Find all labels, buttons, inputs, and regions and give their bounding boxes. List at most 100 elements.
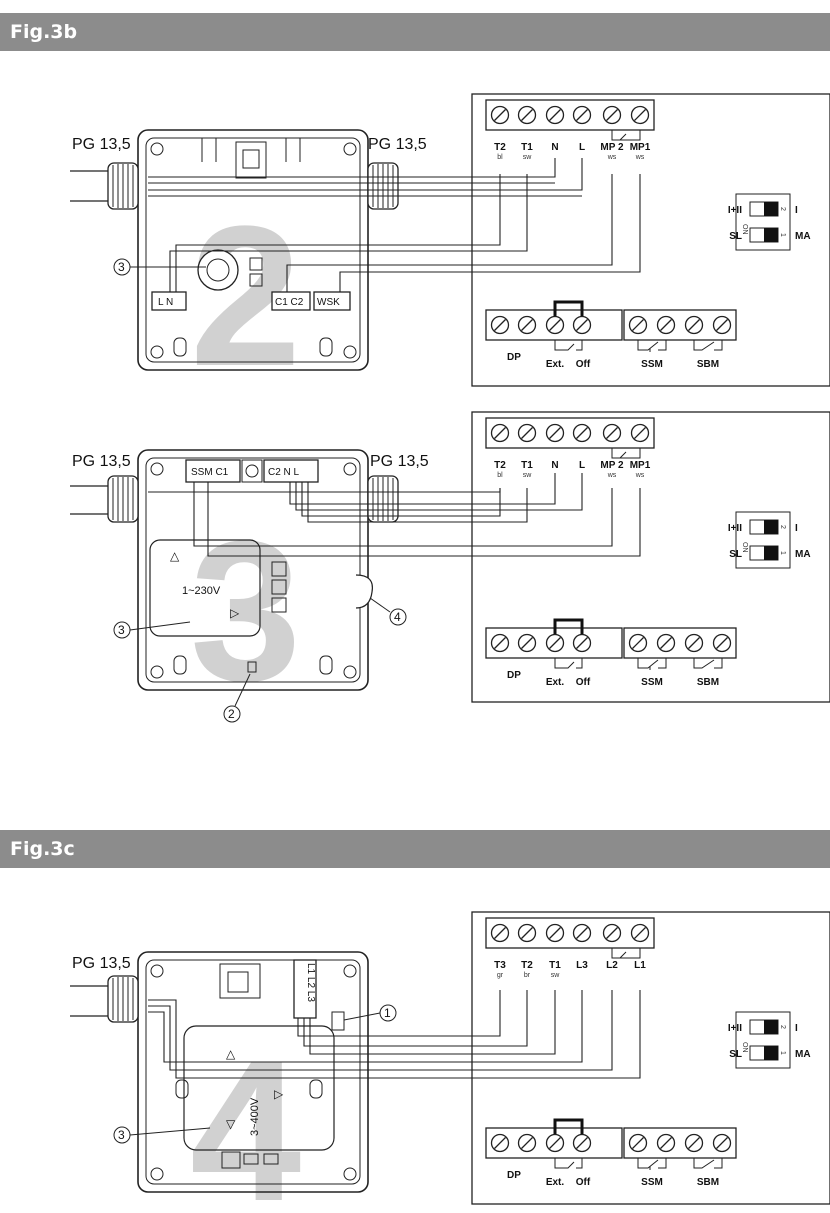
callout-2-label: 2 (228, 707, 235, 721)
terminal-screw (572, 923, 592, 943)
terminal-box-l123 (293, 959, 317, 1019)
terminal-screw (602, 423, 622, 443)
terminal-screw (684, 315, 704, 335)
ext-off-bridge (553, 618, 584, 634)
terminal-box-ssm-c1 (185, 459, 241, 483)
terminal-screw (545, 633, 565, 653)
wire-color-label: gr (497, 972, 504, 979)
wire-color-label: sw (551, 972, 561, 979)
ext-label: Ext. (546, 359, 565, 370)
dip-position: 1 (779, 551, 786, 555)
panel-frame (471, 93, 830, 387)
terminal-box-c2nl (263, 459, 319, 483)
mp-bridge (611, 948, 641, 959)
terminal-label-t2: T2 (494, 142, 506, 153)
terminal-screw (545, 423, 565, 443)
ext-off-contact (554, 658, 583, 669)
pg-label-right: PG 13,5 (370, 453, 429, 470)
sbm-label: SBM (697, 359, 719, 370)
dip-switch-block (735, 511, 791, 569)
dp-label: DP (507, 352, 521, 363)
callout-3-label: 3 (118, 260, 125, 274)
terminal-screw (656, 315, 676, 335)
dip-label-right: MA (795, 549, 811, 560)
terminal-box-c1c2 (271, 291, 311, 311)
ext-off-contact (554, 1158, 583, 1169)
terminal-label-l: L (579, 460, 585, 471)
fig3c-header-bar: Fig.3c (0, 830, 830, 868)
dip-switch-lever (764, 546, 778, 560)
dip-label-right: MA (795, 1049, 811, 1060)
fig3b-title: Fig.3b (10, 21, 78, 43)
terminal-housing (137, 129, 369, 371)
terminal-screw (712, 315, 732, 335)
callout-2 (223, 705, 241, 723)
terminal-screw (545, 105, 565, 125)
dip-switch-lever (764, 1046, 778, 1060)
terminal-housing (137, 951, 369, 1193)
ssm-label: SSM (641, 359, 663, 370)
terminal-box-c1c2-label: C1 C2 (275, 297, 304, 308)
diagram-3: 4 L1 L2 L3 3~400V △ ▷ ▽ PG 13,5 1 3 (70, 951, 641, 1213)
sbm-label: SBM (697, 677, 719, 688)
terminal-label-t3: T3 (494, 960, 506, 971)
dip-label-right: MA (795, 231, 811, 242)
dip-switch-block (735, 193, 791, 251)
voltage-label-230: 1~230V (182, 585, 221, 597)
dip-label-left: I+II (728, 1023, 742, 1034)
terminal-housing (137, 449, 369, 691)
sbm-contact (693, 658, 723, 669)
terminal-screw (517, 1133, 537, 1153)
cable-gland-left (107, 975, 139, 1023)
fig3c-title: Fig.3c (10, 838, 75, 860)
dip-label-right: I (795, 523, 798, 534)
wire-color-label: br (524, 972, 531, 979)
terminal-screw (572, 1133, 592, 1153)
terminal-label-l: L (579, 142, 585, 153)
terminal-label-n: N (551, 460, 558, 471)
dip-switch-lever (764, 228, 778, 242)
pg-label-left: PG 13,5 (72, 453, 131, 470)
terminal-label-t1: T1 (549, 960, 561, 971)
callout-3-label: 3 (118, 1128, 125, 1142)
dip-label-left: I+II (728, 205, 742, 216)
dip-position: 2 (779, 1025, 786, 1029)
callout-4-label: 4 (394, 610, 401, 624)
selector-knob (197, 249, 239, 291)
triangle-down: ▽ (226, 1117, 236, 1131)
terminal-label-t2: T2 (494, 460, 506, 471)
ext-label: Ext. (546, 1177, 565, 1188)
terminal-screw (656, 633, 676, 653)
diagram-2: 3 SSM C1 C2 N L 1~230V △ ▷ PG 13,5 PG 13… (70, 449, 641, 723)
terminal-screw (630, 423, 650, 443)
capacitor-module (149, 539, 261, 637)
off-label: Off (576, 677, 591, 688)
top-terminal-strip (485, 417, 655, 449)
fig3b-header-bar: Fig.3b (0, 13, 830, 51)
terminal-box-ln-label: L N (158, 297, 173, 308)
terminal-screw (602, 105, 622, 125)
terminal-box-l123-label: L1 L2 L3 (305, 963, 316, 1002)
terminal-label-l2: L2 (606, 960, 618, 971)
terminal-label-t1: T1 (521, 142, 533, 153)
sbm-contact (693, 1158, 723, 1169)
terminal-screw (628, 315, 648, 335)
terminal-screw (545, 923, 565, 943)
mp-bridge (611, 130, 641, 141)
dip-position: 2 (779, 207, 786, 211)
terminal-box-c2nl-label: C2 N L (268, 467, 300, 478)
wire-color-label: ws (635, 154, 645, 161)
terminal-box-wsk (313, 291, 351, 311)
ssm-label: SSM (641, 1177, 663, 1188)
terminal-label-l3: L3 (576, 960, 588, 971)
dp-label: DP (507, 1170, 521, 1181)
terminal-screw (517, 923, 537, 943)
ext-off-bridge (553, 1118, 584, 1134)
dip-label-right: I (795, 1023, 798, 1034)
dip-position: 1 (779, 1051, 786, 1055)
dip-position: 1 (779, 233, 786, 237)
terminal-screw (517, 633, 537, 653)
terminal-screw (572, 315, 592, 335)
terminal-screw (490, 633, 510, 653)
